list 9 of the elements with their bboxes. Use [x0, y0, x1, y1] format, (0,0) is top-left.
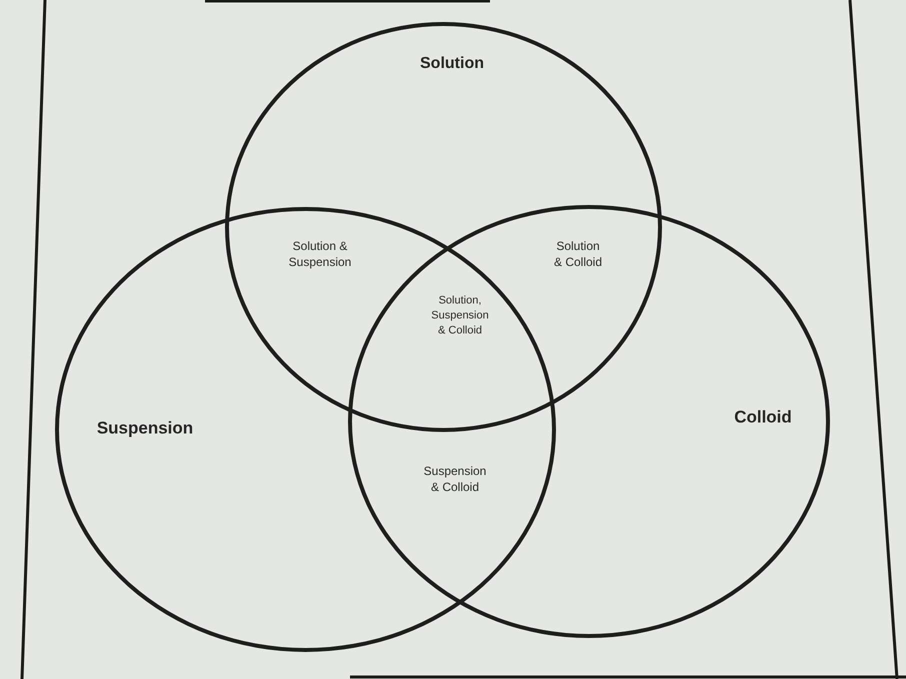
overlap-label: Solution & Colloid	[552, 238, 604, 270]
overlap-label: Suspension & Colloid	[422, 462, 488, 496]
overlap-label: Solution & Suspension	[288, 238, 352, 270]
overlap-label: Solution, Suspension & Colloid	[430, 294, 490, 338]
set-label: Suspension	[96, 417, 194, 440]
set-label: Colloid	[734, 406, 792, 428]
set-label: Solution	[420, 54, 484, 74]
set-circle	[225, 22, 662, 432]
set-circle	[55, 207, 556, 652]
